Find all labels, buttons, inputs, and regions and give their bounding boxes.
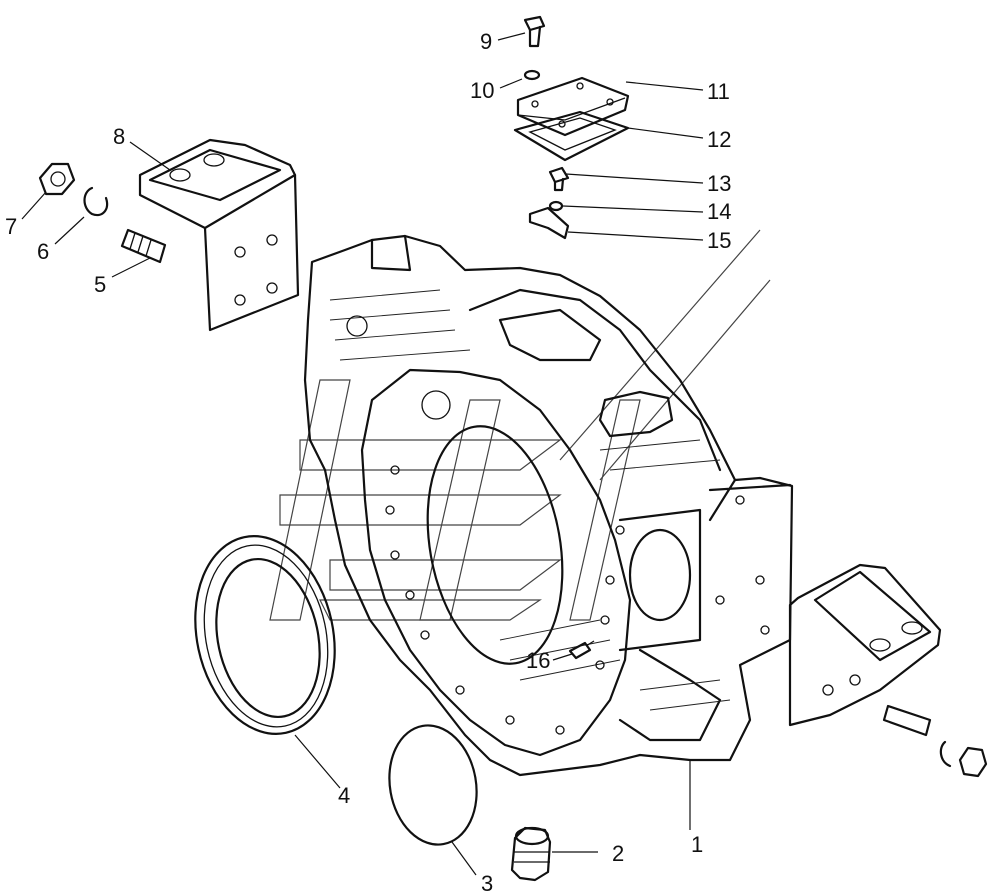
cover-part-11 bbox=[516, 76, 630, 137]
label-8: 8 bbox=[113, 124, 125, 149]
label-4: 4 bbox=[338, 783, 350, 808]
seal-part-4 bbox=[194, 535, 336, 735]
right-bracket bbox=[788, 563, 988, 778]
plug-part-2 bbox=[510, 826, 552, 882]
washer-part-6 bbox=[83, 186, 109, 217]
label-6: 6 bbox=[37, 239, 49, 264]
label-10: 10 bbox=[470, 78, 494, 103]
washer-part-14 bbox=[548, 200, 564, 212]
part-number-labels: 1 2 3 4 5 6 7 8 9 10 11 12 13 14 15 16 bbox=[5, 29, 731, 894]
gasket-part-12 bbox=[513, 110, 630, 162]
nut-part-7 bbox=[38, 162, 76, 196]
watermark bbox=[269, 229, 771, 621]
label-2: 2 bbox=[612, 841, 624, 866]
stud-part-5 bbox=[120, 228, 167, 264]
o-ring-part-3 bbox=[388, 724, 478, 846]
bolt-part-13 bbox=[548, 166, 570, 192]
bolt-part-16 bbox=[568, 640, 595, 660]
label-14: 14 bbox=[707, 199, 731, 224]
label-1: 1 bbox=[691, 832, 703, 857]
label-11: 11 bbox=[707, 79, 730, 104]
label-12: 12 bbox=[707, 127, 731, 152]
label-5: 5 bbox=[94, 272, 106, 297]
bracket-part-8 bbox=[138, 138, 300, 332]
label-3: 3 bbox=[481, 871, 493, 894]
lock-plate-part-15 bbox=[528, 206, 570, 240]
label-15: 15 bbox=[707, 228, 731, 253]
bolt-part-9 bbox=[523, 15, 546, 48]
washer-part-10 bbox=[523, 69, 541, 81]
label-7: 7 bbox=[5, 214, 17, 239]
label-16: 16 bbox=[526, 648, 550, 673]
housing-part-1 bbox=[303, 234, 794, 777]
leader-lines bbox=[21, 32, 704, 876]
label-9: 9 bbox=[480, 29, 492, 54]
label-13: 13 bbox=[707, 171, 731, 196]
